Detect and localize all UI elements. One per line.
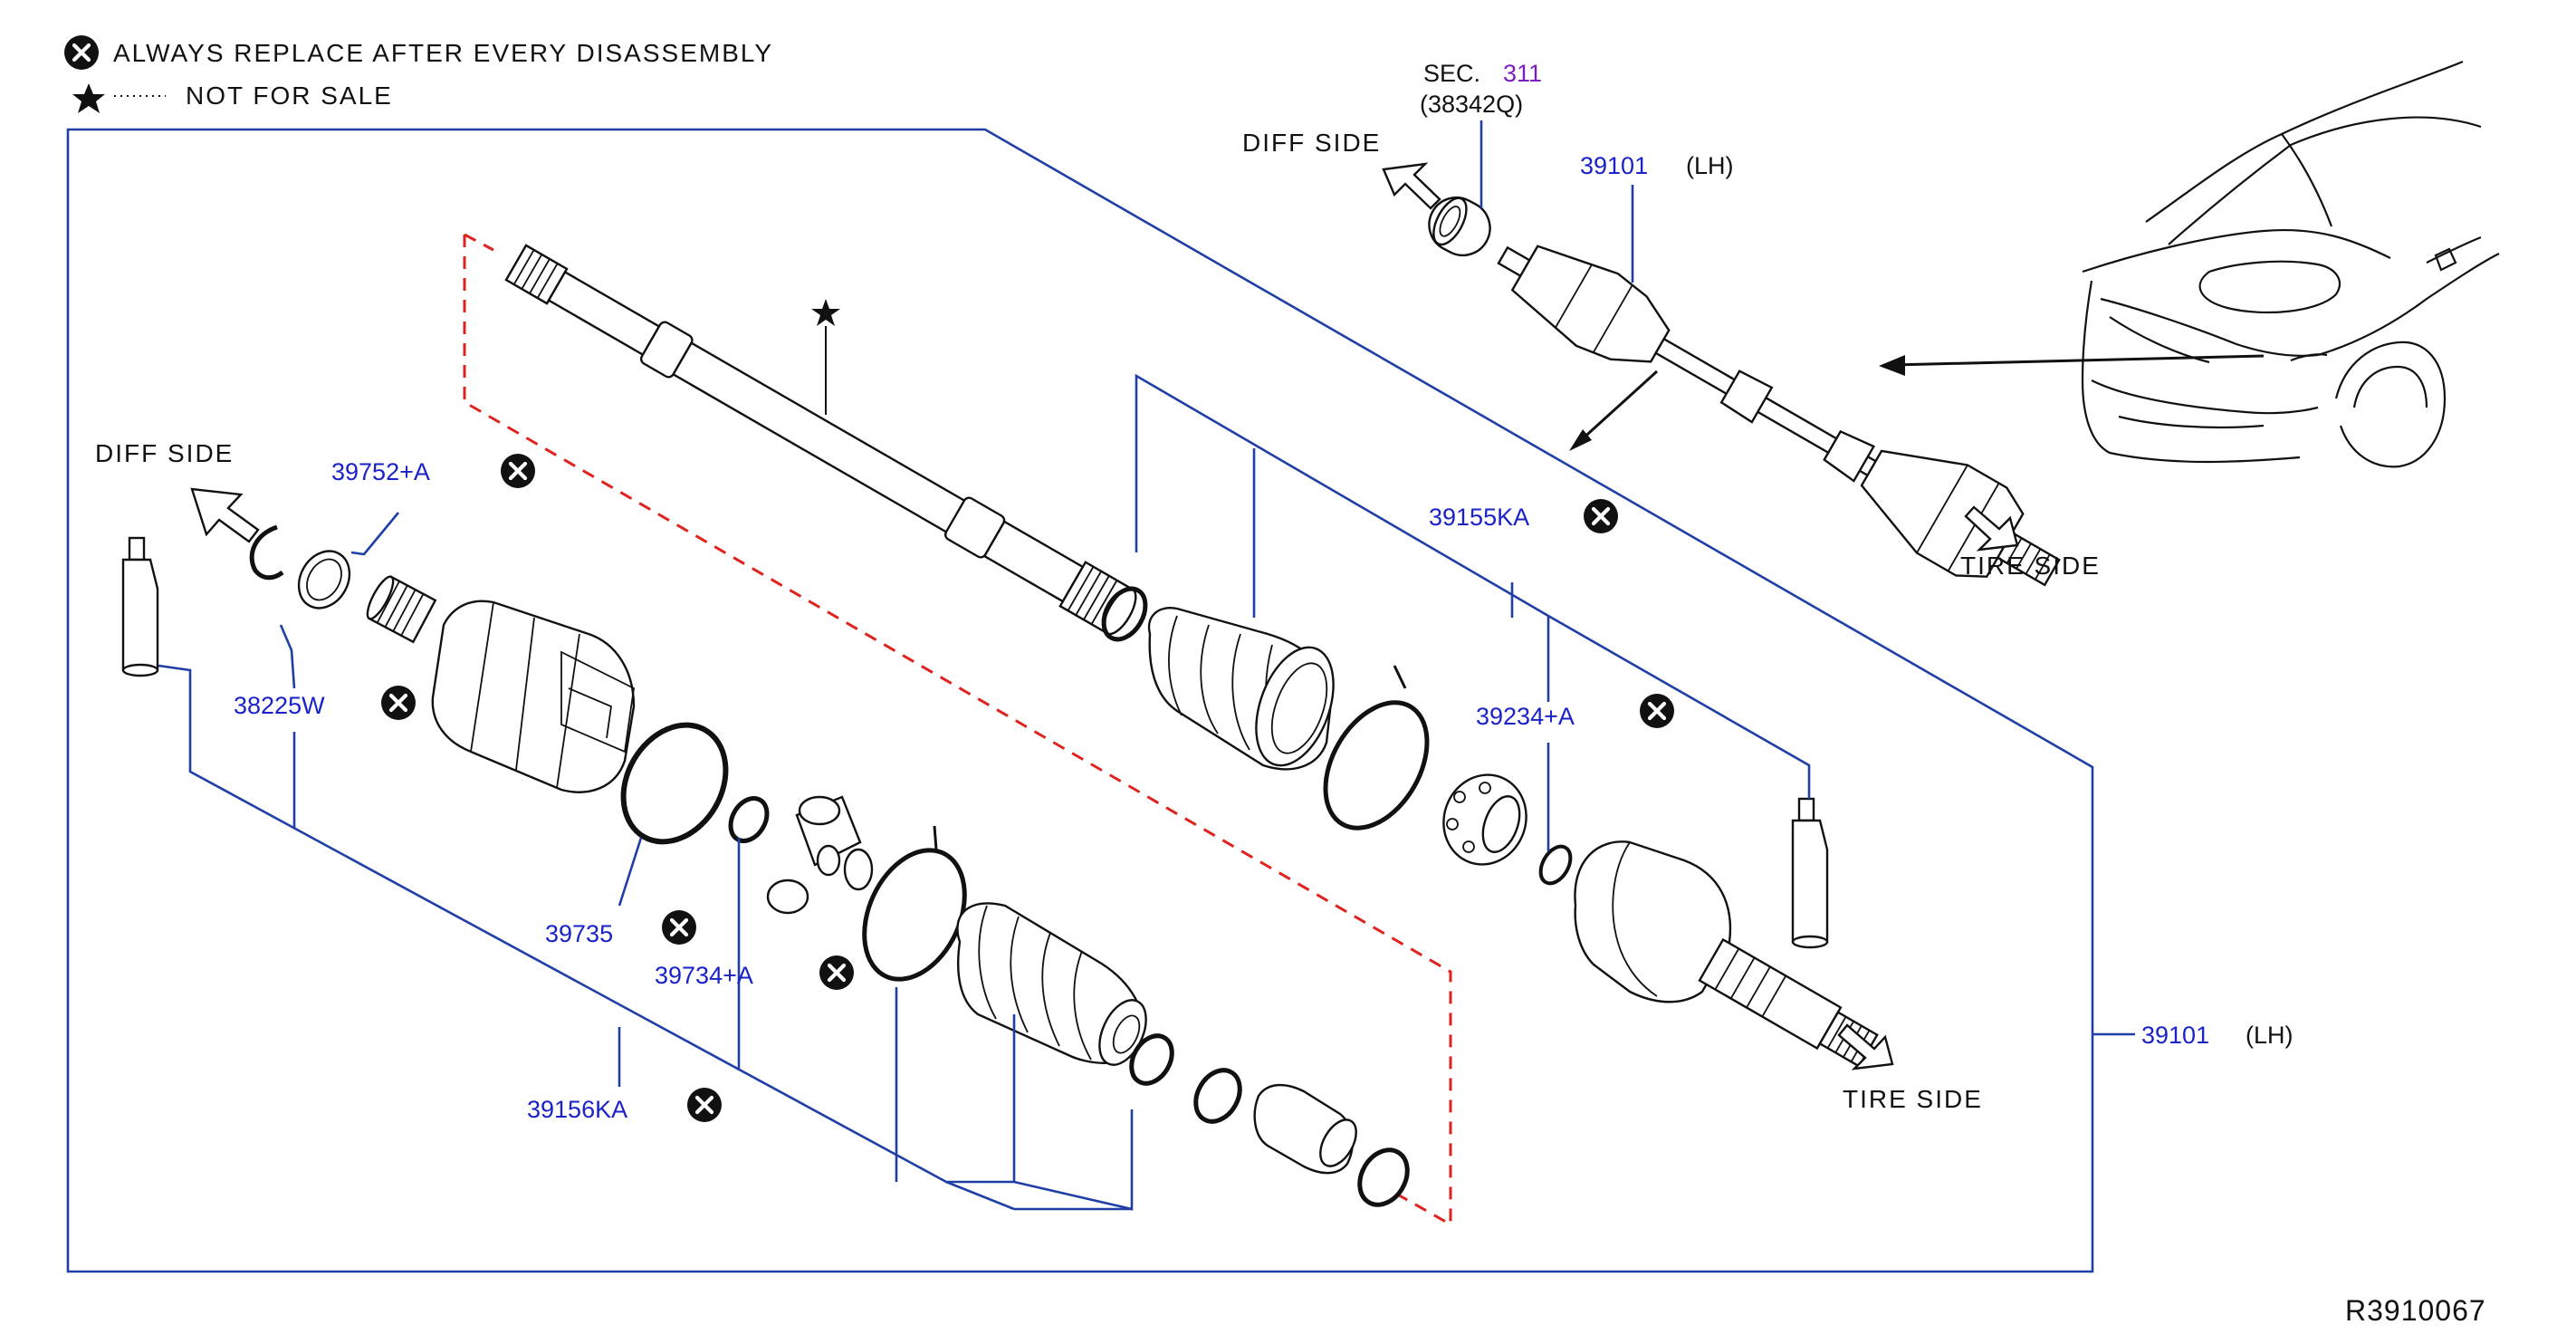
boot-band-right-large bbox=[1323, 700, 1430, 830]
outer-boot bbox=[1147, 607, 1335, 771]
diff-side-label-left: DIFF SIDE bbox=[95, 439, 234, 467]
assembly-boundary bbox=[66, 128, 2094, 1273]
vehicle-sketch bbox=[2081, 60, 2500, 468]
replace-x-icon bbox=[1640, 694, 1674, 728]
replace-x-icon bbox=[501, 454, 535, 488]
legend: ALWAYS REPLACE AFTER EVERY DISASSEMBLY N… bbox=[64, 35, 773, 113]
replace-x-icon bbox=[687, 1088, 722, 1122]
circlip-39234 bbox=[1538, 844, 1573, 886]
section-link-311[interactable]: 311 bbox=[1503, 60, 1542, 87]
not-for-sale-star-icon bbox=[72, 83, 105, 113]
not-for-sale-star-icon bbox=[811, 299, 840, 326]
inner-joint-housing bbox=[366, 575, 636, 793]
diagram-code: R3910067 bbox=[2345, 1294, 2486, 1327]
damper bbox=[1253, 1083, 1357, 1175]
lh-label-top: (LH) bbox=[1686, 152, 1734, 179]
replace-x-icon bbox=[64, 35, 99, 70]
circlip-39734 bbox=[728, 796, 770, 843]
part-number-39234[interactable]: 39234+A bbox=[1476, 703, 1575, 730]
boot-band-small-2 bbox=[1193, 1068, 1242, 1124]
direction-arrow-icon bbox=[1964, 505, 2019, 552]
drive-shaft-bar bbox=[504, 244, 1137, 636]
direction-arrow-icon bbox=[1382, 162, 1441, 210]
outer-joint-housing bbox=[1574, 840, 1879, 1068]
ring-39752 bbox=[297, 550, 351, 610]
part-number-39752[interactable]: 39752+A bbox=[331, 458, 430, 485]
inner-boot bbox=[956, 902, 1147, 1066]
part-number-39101-right[interactable]: 39101 bbox=[2141, 1022, 2209, 1049]
boot-band-small-3 bbox=[1357, 1147, 1410, 1207]
grease-tube-right bbox=[1791, 797, 1829, 949]
tire-side-label-right: TIRE SIDE bbox=[1843, 1085, 1983, 1113]
part-number-38225w[interactable]: 38225W bbox=[234, 692, 325, 719]
tire-side-label-top: TIRE SIDE bbox=[1960, 552, 2101, 580]
legend-not-for-sale-text: NOT FOR SALE bbox=[186, 82, 393, 110]
direction-arrow-icon bbox=[1837, 1023, 1894, 1070]
direction-arrow-icon bbox=[190, 487, 260, 543]
diff-side-label-top: DIFF SIDE bbox=[1242, 129, 1381, 157]
part-number-39155ka[interactable]: 39155KA bbox=[1429, 504, 1529, 531]
location-arrow bbox=[1891, 354, 2265, 367]
replace-x-icon bbox=[381, 686, 416, 720]
leader-lines bbox=[158, 373, 2135, 1211]
cv-inner-race bbox=[1442, 773, 1527, 866]
boot-band-small-1 bbox=[1129, 1033, 1174, 1086]
part-number-39156ka[interactable]: 39156KA bbox=[527, 1096, 627, 1123]
circlip-39735 bbox=[620, 722, 729, 845]
lh-label-right: (LH) bbox=[2246, 1022, 2294, 1049]
replace-x-icon bbox=[819, 955, 854, 990]
part-number-39101-top[interactable]: 39101 bbox=[1580, 152, 1648, 179]
boot-band-right-small bbox=[1101, 586, 1148, 642]
section-prefix: SEC. bbox=[1423, 60, 1480, 87]
boot-band-left bbox=[862, 848, 967, 982]
replace-x-icon bbox=[1584, 499, 1618, 533]
part-number-39734[interactable]: 39734+A bbox=[655, 962, 753, 989]
part-number-39735[interactable]: 39735 bbox=[545, 920, 613, 947]
snap-ring-38225w bbox=[249, 524, 284, 581]
grease-tube-left bbox=[121, 536, 159, 677]
section-sub-number: (38342Q) bbox=[1420, 91, 1523, 118]
view-direction-arrow bbox=[1578, 370, 1659, 443]
legend-replace-text: ALWAYS REPLACE AFTER EVERY DISASSEMBLY bbox=[113, 39, 773, 67]
tripod-joint bbox=[766, 795, 874, 915]
replace-x-icon bbox=[662, 910, 696, 945]
